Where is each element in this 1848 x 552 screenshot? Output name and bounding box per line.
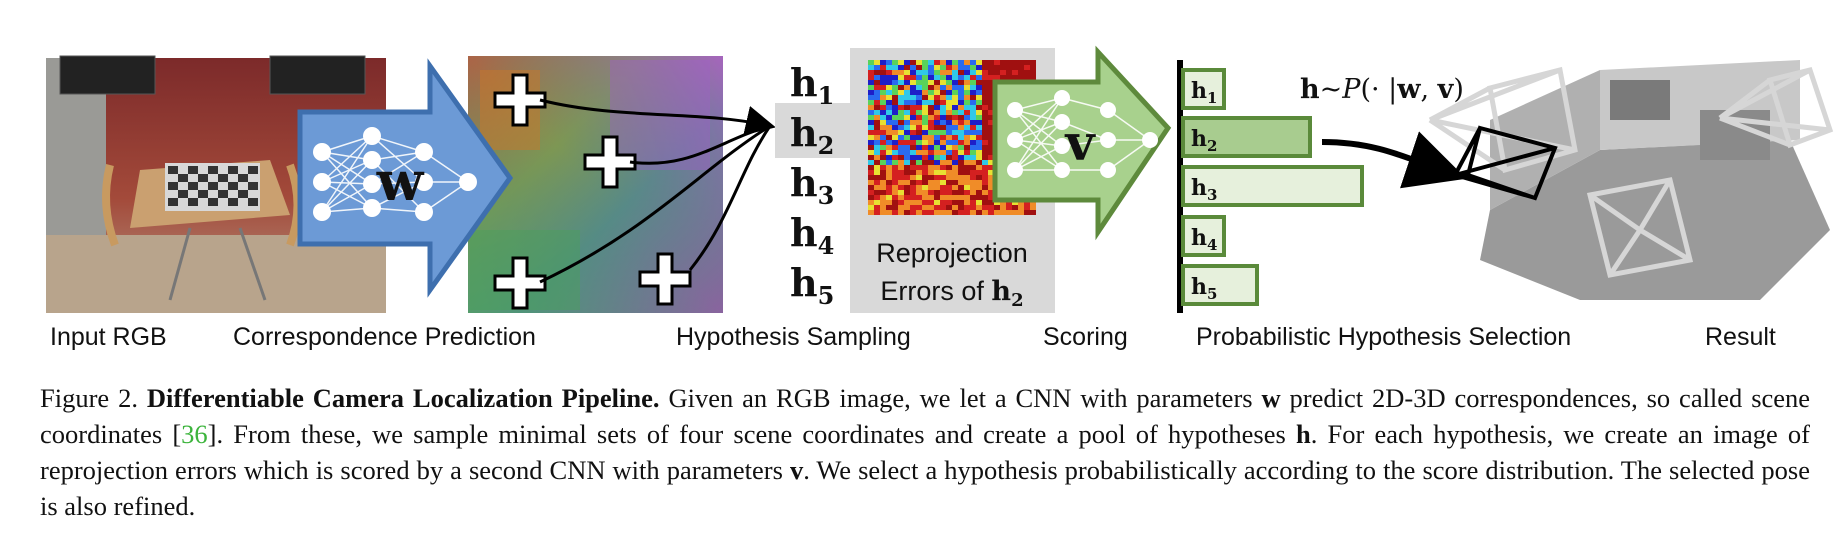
reprojection-line2: Errors of h2 [880, 276, 1023, 311]
hypothesis-label: h4 [790, 210, 834, 260]
sampled-correspondences [493, 73, 692, 310]
result-3d-scene [1428, 60, 1834, 300]
caption-var-h: h [1295, 419, 1311, 449]
score-bar [1181, 116, 1312, 158]
hypothesis-label: h5 [790, 260, 834, 310]
score-bar-chart: h1 h2 h3 h4 h5 [1181, 68, 1364, 306]
score-bar-label: h5 [1191, 274, 1217, 303]
figure-caption: Figure 2. Differentiable Camera Localiza… [40, 380, 1810, 524]
score-bar [1181, 264, 1259, 306]
citation-link[interactable]: 36 [181, 419, 208, 449]
label-selection: Probabilistic Hypothesis Selection [1196, 323, 1571, 351]
caption-label: Figure 2. [40, 383, 138, 413]
reprojection-line1: Reprojection [876, 238, 1028, 268]
cnn-w-arrow: w [297, 58, 514, 298]
hypothesis-label: h2 [790, 110, 834, 160]
score-bar-label: h4 [1191, 225, 1217, 254]
caption-var-v: v [789, 455, 804, 485]
label-input-rgb: Input RGB [50, 323, 167, 351]
score-bar-label: h1 [1191, 78, 1217, 107]
caption-text-1: Given an RGB image, we let a CNN with pa… [668, 383, 1253, 413]
score-bar [1181, 165, 1364, 207]
network-w-label: w [376, 149, 425, 213]
network-v-label: v [1064, 113, 1096, 172]
selection-arrow [1321, 131, 1467, 189]
caption-title: Differentiable Camera Localization Pipel… [146, 383, 660, 413]
selected-hypothesis-highlight [775, 103, 850, 158]
selection-formula: h~P(· |w, v) [1300, 74, 1464, 105]
score-bar-label: h3 [1191, 175, 1217, 204]
selected-camera-frustum [1453, 125, 1558, 201]
caption-text-3: ]. From these, we sample minimal sets of… [207, 419, 1286, 449]
label-result: Result [1705, 323, 1776, 351]
caption-text-4: . For each hypothesis, we create an imag… [40, 419, 1811, 485]
label-scoring: Scoring [1043, 323, 1128, 351]
score-bar-label: h2 [1191, 126, 1217, 155]
sampling-curves [539, 98, 776, 284]
score-bar [1181, 68, 1226, 110]
caption-text-5: . We select a hypothesis probabilistical… [40, 455, 1810, 521]
caption-text-2: predict 2D-3D correspondences, so called… [40, 383, 1811, 449]
caption-var-w: w [1261, 383, 1281, 413]
hypothesis-label: h3 [790, 160, 834, 210]
hypothesis-label: h1 [790, 60, 834, 110]
cnn-v-arrow: v [992, 45, 1172, 241]
score-bar [1181, 215, 1226, 257]
label-correspondence: Correspondence Prediction [233, 323, 536, 351]
label-hypothesis-sampling: Hypothesis Sampling [676, 323, 911, 351]
